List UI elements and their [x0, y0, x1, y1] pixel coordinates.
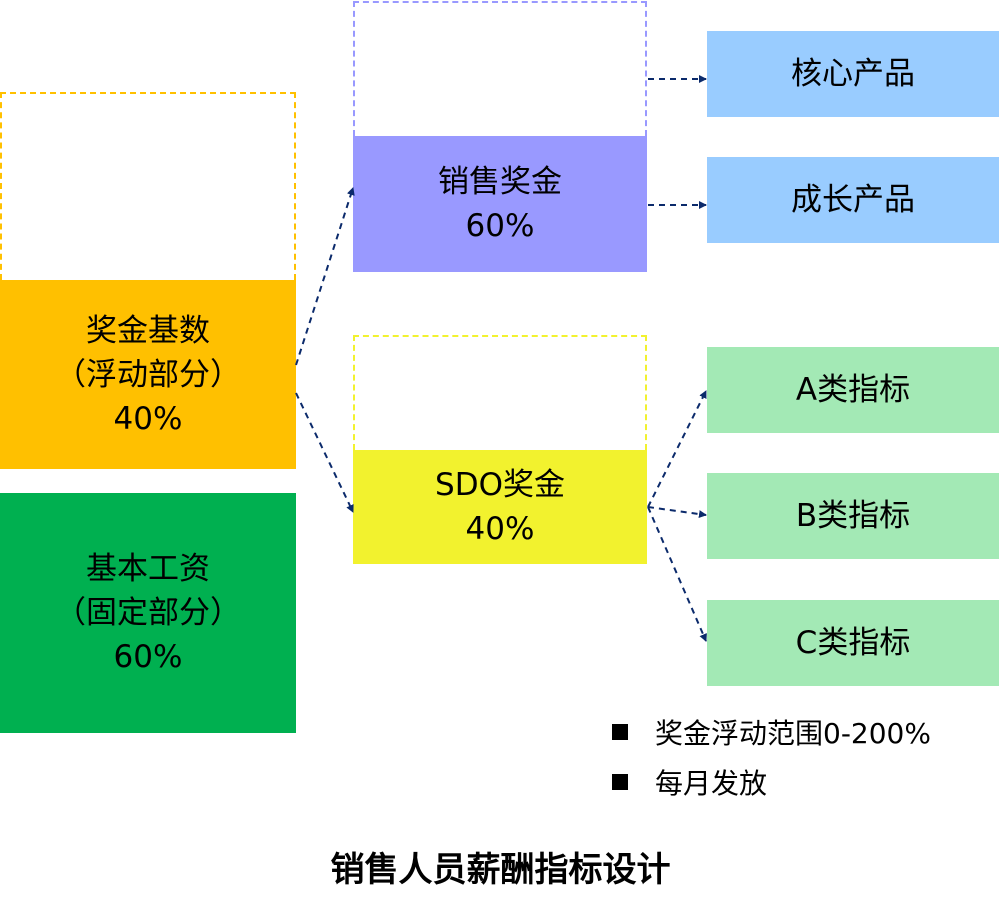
note-text: 每月发放 — [655, 767, 768, 800]
product-label: 核心产品 — [791, 56, 915, 92]
sales-bonus-box: 销售奖金 60% — [353, 136, 647, 272]
arrow-to-b — [647, 506, 707, 519]
diagram-title: 销售人员薪酬指标设计 — [330, 850, 671, 890]
sdo-pct: 40% — [465, 511, 535, 547]
note-text: 奖金浮动范围0-200% — [655, 717, 931, 750]
note-item: 每月发放 — [612, 762, 767, 802]
sales-pct: 60% — [465, 208, 535, 244]
fixed-salary-box: 基本工资 （固定部分） 60% — [0, 493, 296, 733]
sdo-range-outline — [353, 335, 647, 450]
sdo-label: SDO奖金 — [435, 467, 565, 503]
sdo-bonus-box: SDO奖金 40% — [353, 450, 647, 564]
indicator-box-a: A类指标 — [707, 347, 999, 433]
note-item: 奖金浮动范围0-200% — [612, 712, 931, 752]
arrow-to-sdo — [295, 392, 354, 513]
product-box-core: 核心产品 — [707, 31, 999, 117]
floating-sub: （浮动部分） — [55, 356, 241, 393]
arrow-to-sales — [295, 187, 355, 366]
fixed-sub: （固定部分） — [55, 595, 241, 631]
bullet-square-icon — [612, 774, 628, 790]
indicator-label: A类指标 — [795, 372, 911, 408]
fixed-label: 基本工资 — [86, 551, 210, 587]
product-box-growth: 成长产品 — [707, 157, 999, 243]
bullet-square-icon — [612, 724, 628, 740]
arrow-to-a — [647, 390, 707, 508]
indicator-box-b: B类指标 — [707, 473, 999, 559]
floating-label: 奖金基数 — [86, 312, 210, 349]
indicator-box-c: C类指标 — [707, 600, 999, 686]
indicator-label: C类指标 — [795, 625, 911, 661]
indicator-label: B类指标 — [795, 498, 911, 534]
floating-pct: 40% — [113, 400, 183, 437]
floating-bonus-box: 奖金基数 （浮动部分） 40% — [0, 280, 296, 469]
floating-range-outline — [0, 92, 296, 280]
sales-range-outline — [353, 1, 647, 136]
fixed-pct: 60% — [113, 639, 183, 675]
sales-label: 销售奖金 — [438, 164, 562, 200]
product-label: 成长产品 — [791, 182, 915, 218]
arrow-to-c — [647, 506, 707, 642]
